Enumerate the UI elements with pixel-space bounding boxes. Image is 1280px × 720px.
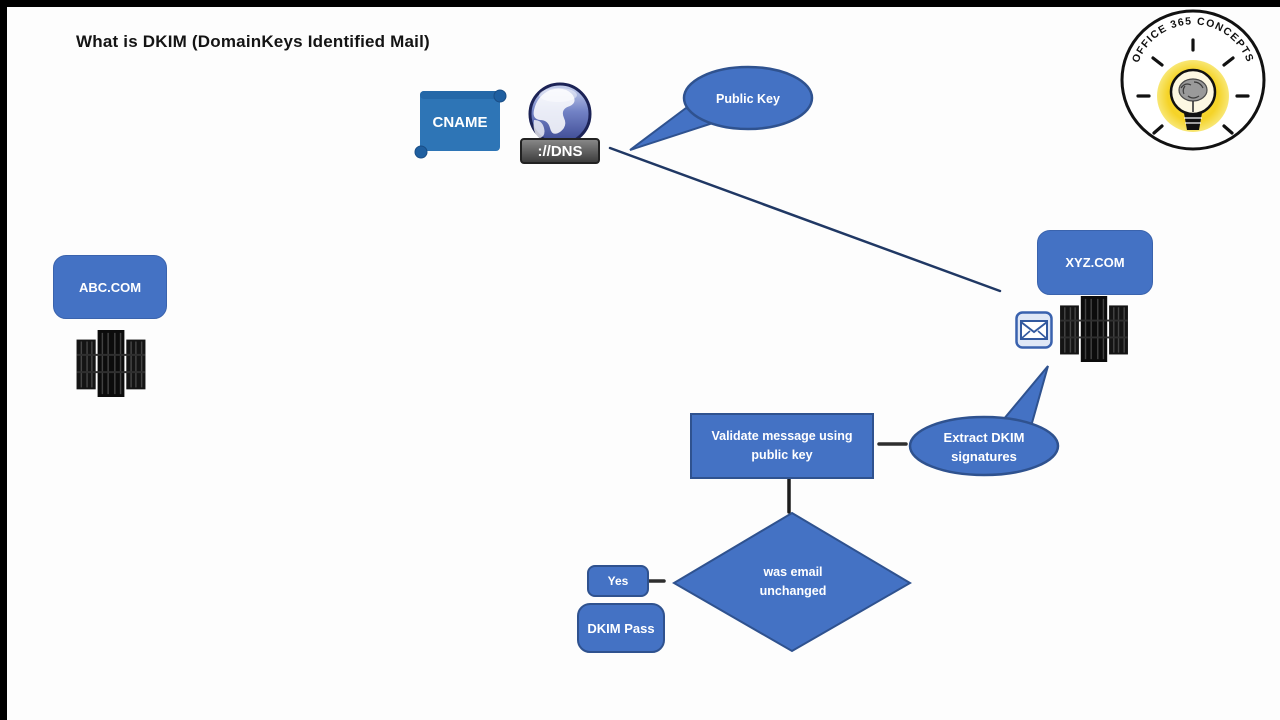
server-shelves <box>1060 319 1128 339</box>
envelope-flap <box>1020 321 1048 334</box>
dns-globe-icon: ://DNS <box>520 82 600 164</box>
cname-scroll-shape: CNAME <box>414 89 507 159</box>
dns-banner <box>520 138 600 164</box>
bubble-body <box>682 65 814 131</box>
server-stripes <box>1064 298 1125 360</box>
abc-server-icon <box>76 330 146 397</box>
extract-signatures-callout <box>908 365 1060 477</box>
globe-landmass <box>533 88 575 134</box>
scroll-top-curl <box>493 89 507 103</box>
public-key-bubble: Public Key <box>629 65 814 151</box>
xyz-domain-box: XYZ.COM <box>1037 230 1153 295</box>
public-key-label: Public Key <box>716 92 780 106</box>
envelope-folds <box>1021 330 1047 339</box>
channel-logo: OFFICE 365 CONCEPTS <box>1120 9 1266 151</box>
page-title: What is DKIM (DomainKeys Identified Mail… <box>76 32 430 51</box>
server-left-column <box>76 339 96 390</box>
dns-to-xyz-line <box>608 146 1002 293</box>
logo-rays <box>1136 38 1250 135</box>
server-stripes <box>80 332 143 395</box>
callout-body <box>908 415 1060 477</box>
globe-highlight <box>539 88 577 102</box>
scroll-body <box>420 91 500 151</box>
server-shelves <box>76 353 146 374</box>
xyz-server-icon <box>1060 296 1128 362</box>
cname-label: CNAME <box>433 114 488 131</box>
bulb-base <box>1184 113 1202 130</box>
server-left-column <box>1060 305 1079 355</box>
scroll-top-shade <box>420 91 500 99</box>
letterbox-top-bar <box>0 0 1280 7</box>
dkim-pass-box: DKIM Pass <box>577 603 665 653</box>
validate-message-box: Validate message using public key <box>690 413 874 479</box>
abc-domain-box: ABC.COM <box>53 255 167 319</box>
brain-drawing <box>1178 78 1208 112</box>
letterbox-left-bar <box>0 0 7 720</box>
mail-icon <box>1015 311 1053 349</box>
diamond-shape <box>672 511 912 653</box>
scroll-bottom-curl <box>414 145 428 159</box>
yes-box: Yes <box>587 565 649 597</box>
decision-diamond <box>672 511 912 653</box>
globe-landmass-2 <box>533 120 545 138</box>
envelope-body <box>1020 320 1048 340</box>
dns-label: ://DNS <box>538 143 583 160</box>
